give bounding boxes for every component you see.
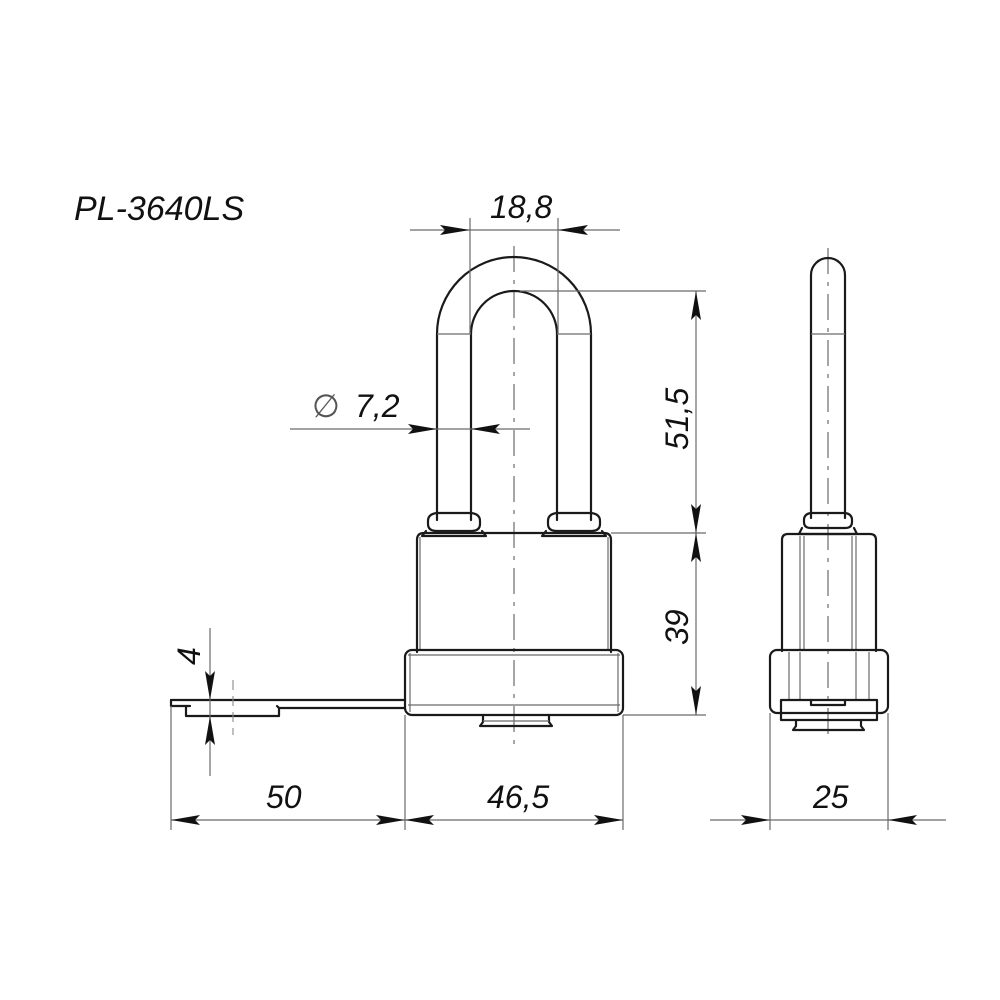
dimension-body-depth: 25 xyxy=(710,779,946,825)
dimension-label: 4 xyxy=(171,647,207,665)
dimension-label: 46,5 xyxy=(487,779,549,815)
dimension-label: 50 xyxy=(266,779,302,815)
front-view xyxy=(169,218,706,830)
dimension-body-width: 46,5 xyxy=(405,779,623,825)
keyhole-cylinder xyxy=(478,713,554,728)
dimension-label: 25 xyxy=(812,779,849,815)
key xyxy=(169,680,407,735)
lock-body xyxy=(415,531,613,654)
diameter-symbol: ∅ xyxy=(312,388,340,424)
dimension-shackle-diameter: ∅ 7,2 xyxy=(290,388,530,434)
dimension-shackle-width: 18,8 xyxy=(410,189,620,235)
drawing-title: PL-3640LS xyxy=(74,190,244,228)
dimension-shackle-height: 51,5 xyxy=(659,291,701,533)
dimension-label: 7,2 xyxy=(355,388,400,424)
dimension-label: 39 xyxy=(659,609,695,645)
bumper-base xyxy=(403,648,625,717)
side-view xyxy=(768,248,890,830)
dimension-label: 51,5 xyxy=(659,388,695,450)
dimension-key-thickness: 4 xyxy=(171,628,215,776)
dimension-key-length: 50 xyxy=(171,779,405,825)
dimension-body-height: 39 xyxy=(659,533,701,715)
dimension-label: 18,8 xyxy=(490,189,552,225)
